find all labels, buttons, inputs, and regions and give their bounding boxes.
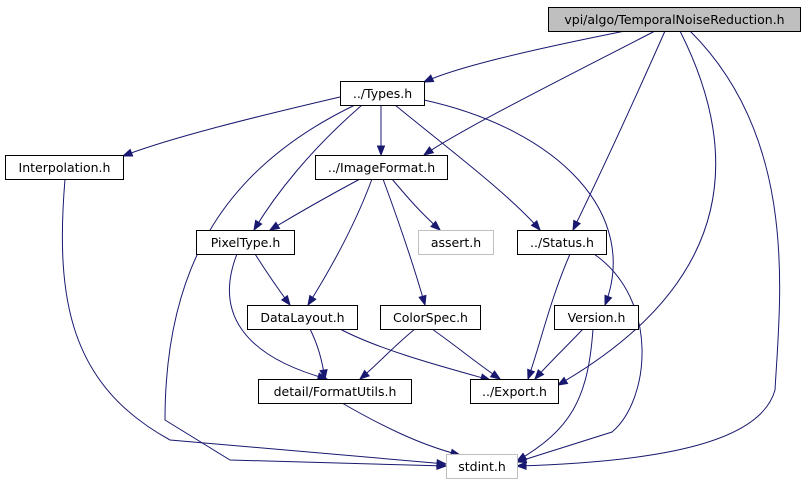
node-assert[interactable]: assert.h bbox=[418, 230, 494, 255]
edge-colorspec-to-formatutils bbox=[358, 328, 416, 380]
node-pixtype[interactable]: PixelType.h bbox=[196, 230, 295, 255]
node-layer: vpi/algo/TemporalNoiseReduction.h ../Type… bbox=[5, 7, 801, 479]
node-label-version: Version.h bbox=[568, 310, 626, 325]
node-formatutils[interactable]: detail/FormatUtils.h bbox=[258, 379, 412, 404]
node-box-version bbox=[554, 305, 639, 330]
node-label-root: vpi/algo/TemporalNoiseReduction.h bbox=[564, 12, 784, 27]
node-root[interactable]: vpi/algo/TemporalNoiseReduction.h bbox=[548, 7, 801, 32]
edge-imgfmt-to-assert bbox=[391, 178, 442, 231]
node-box-datalayout bbox=[247, 305, 358, 330]
node-imgfmt[interactable]: ../ImageFormat.h bbox=[315, 155, 448, 180]
node-label-colorspec: ColorSpec.h bbox=[393, 310, 468, 325]
node-box-formatutils bbox=[258, 379, 412, 404]
edge-root-to-export bbox=[556, 30, 717, 386]
node-label-formatutils: detail/FormatUtils.h bbox=[274, 384, 397, 399]
node-box-status bbox=[517, 230, 607, 255]
node-box-types bbox=[340, 81, 425, 106]
node-label-export: ../Export.h bbox=[482, 384, 547, 399]
node-export[interactable]: ../Export.h bbox=[470, 379, 559, 404]
edge-types-to-interp bbox=[121, 96, 341, 157]
node-label-interp: Interpolation.h bbox=[19, 160, 111, 175]
edge-root-to-imgfmt bbox=[422, 30, 656, 156]
node-box-stdint bbox=[446, 454, 518, 479]
node-box-pixtype bbox=[196, 230, 295, 255]
edge-version-to-export bbox=[534, 328, 584, 381]
edge-root-to-stdint bbox=[515, 30, 781, 470]
edge-status-to-stdint bbox=[515, 253, 643, 464]
node-version[interactable]: Version.h bbox=[554, 305, 639, 330]
node-box-assert bbox=[418, 230, 494, 255]
edge-root-to-types bbox=[422, 30, 626, 83]
edge-root-to-status bbox=[572, 30, 666, 232]
node-label-imgfmt: ../ImageFormat.h bbox=[328, 160, 435, 175]
edge-types-to-version bbox=[423, 99, 614, 307]
edge-version-to-stdint bbox=[515, 328, 594, 462]
node-label-datalayout: DataLayout.h bbox=[260, 310, 344, 325]
edge-imgfmt-to-datalayout bbox=[307, 178, 373, 307]
edge-imgfmt-to-pixtype bbox=[268, 178, 361, 231]
edge-layer bbox=[61, 30, 781, 470]
node-label-assert: assert.h bbox=[431, 235, 481, 250]
edge-types-to-imgfmt bbox=[376, 105, 386, 157]
node-label-status: ../Status.h bbox=[530, 235, 594, 250]
node-label-types: ../Types.h bbox=[353, 86, 412, 101]
node-datalayout[interactable]: DataLayout.h bbox=[247, 305, 358, 330]
node-colorspec[interactable]: ColorSpec.h bbox=[380, 305, 481, 330]
node-label-pixtype: PixelType.h bbox=[211, 235, 281, 250]
node-box-interp bbox=[5, 155, 124, 180]
edge-types-to-pixtype bbox=[253, 104, 363, 232]
node-status[interactable]: ../Status.h bbox=[517, 230, 607, 255]
node-box-colorspec bbox=[380, 305, 481, 330]
node-types[interactable]: ../Types.h bbox=[340, 81, 425, 106]
edge-colorspec-to-export bbox=[431, 328, 502, 380]
node-stdint[interactable]: stdint.h bbox=[446, 454, 518, 479]
edge-datalayout-to-formatutils bbox=[309, 328, 328, 381]
node-box-imgfmt bbox=[315, 155, 448, 180]
node-box-root bbox=[548, 7, 801, 32]
edge-status-to-export bbox=[527, 253, 571, 381]
edge-types-to-status bbox=[394, 104, 541, 232]
node-label-stdint: stdint.h bbox=[458, 459, 506, 474]
edge-pixtype-to-datalayout bbox=[254, 253, 291, 307]
node-interp[interactable]: Interpolation.h bbox=[5, 155, 124, 180]
edge-interp-to-stdint bbox=[61, 178, 448, 468]
edge-formatutils-to-stdint bbox=[341, 402, 462, 457]
node-box-export bbox=[470, 379, 559, 404]
edge-imgfmt-to-colorspec bbox=[382, 178, 427, 307]
